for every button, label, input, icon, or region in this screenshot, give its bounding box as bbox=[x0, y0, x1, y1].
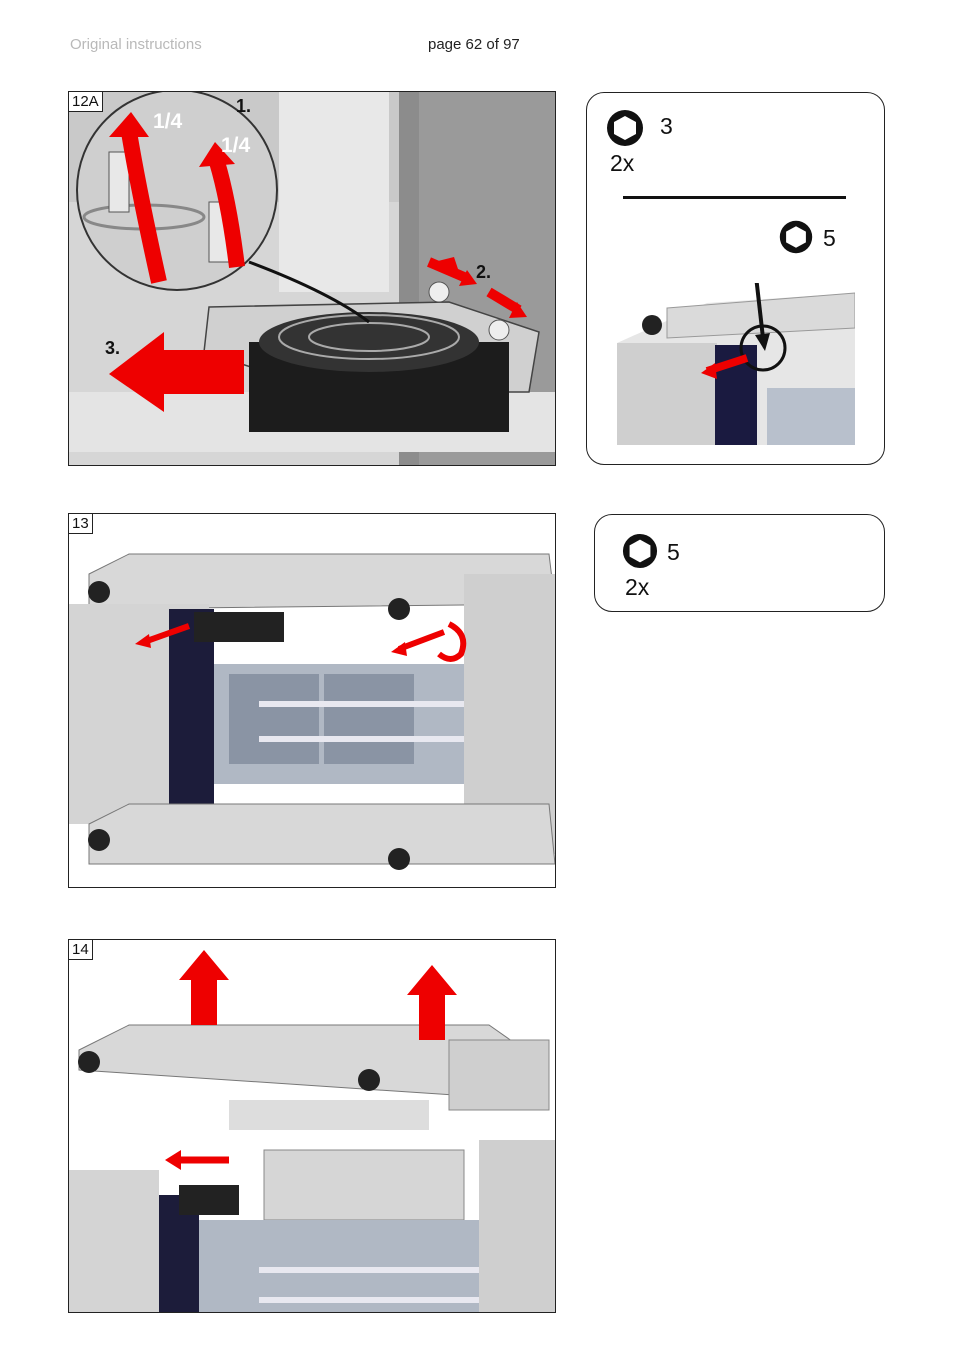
quarter-turn-label-2: 1/4 bbox=[221, 134, 251, 157]
figure-13-label: 13 bbox=[69, 514, 93, 534]
step-3-label: 3. bbox=[105, 338, 121, 358]
quantity-label: 2x bbox=[625, 574, 650, 600]
hex-socket-icon bbox=[779, 220, 813, 254]
tool-callout-1: 3 2x 5 bbox=[586, 92, 885, 465]
tool-size-2-label: 5 bbox=[823, 225, 836, 251]
figure-14-label: 14 bbox=[69, 940, 93, 960]
tool-size-label: 3 bbox=[660, 113, 673, 139]
header-page-number: page 62 of 97 bbox=[428, 36, 520, 53]
figure-14: 14 bbox=[68, 939, 556, 1313]
header-document-type: Original instructions bbox=[70, 36, 202, 53]
figure-12a: 12A 1. 2. 3. 1/4 1/4 bbox=[68, 91, 556, 466]
hex-socket-icon bbox=[607, 110, 643, 146]
figure-12a-illustration bbox=[69, 92, 555, 465]
hex-socket-icon bbox=[622, 533, 658, 569]
quantity-label: 2x bbox=[610, 150, 635, 176]
figure-14-illustration bbox=[69, 940, 555, 1312]
callout-divider bbox=[623, 196, 846, 199]
step-1-label: 1. bbox=[236, 96, 252, 116]
step-2-label: 2. bbox=[476, 262, 492, 282]
quarter-turn-label-1: 1/4 bbox=[153, 110, 183, 133]
tool-callout-2: 5 2x bbox=[594, 514, 885, 612]
detail-illustration bbox=[617, 283, 855, 445]
figure-12a-label: 12A bbox=[69, 92, 103, 112]
figure-13-illustration bbox=[69, 514, 555, 887]
tool-size-label: 5 bbox=[667, 539, 680, 565]
figure-13: 13 bbox=[68, 513, 556, 888]
